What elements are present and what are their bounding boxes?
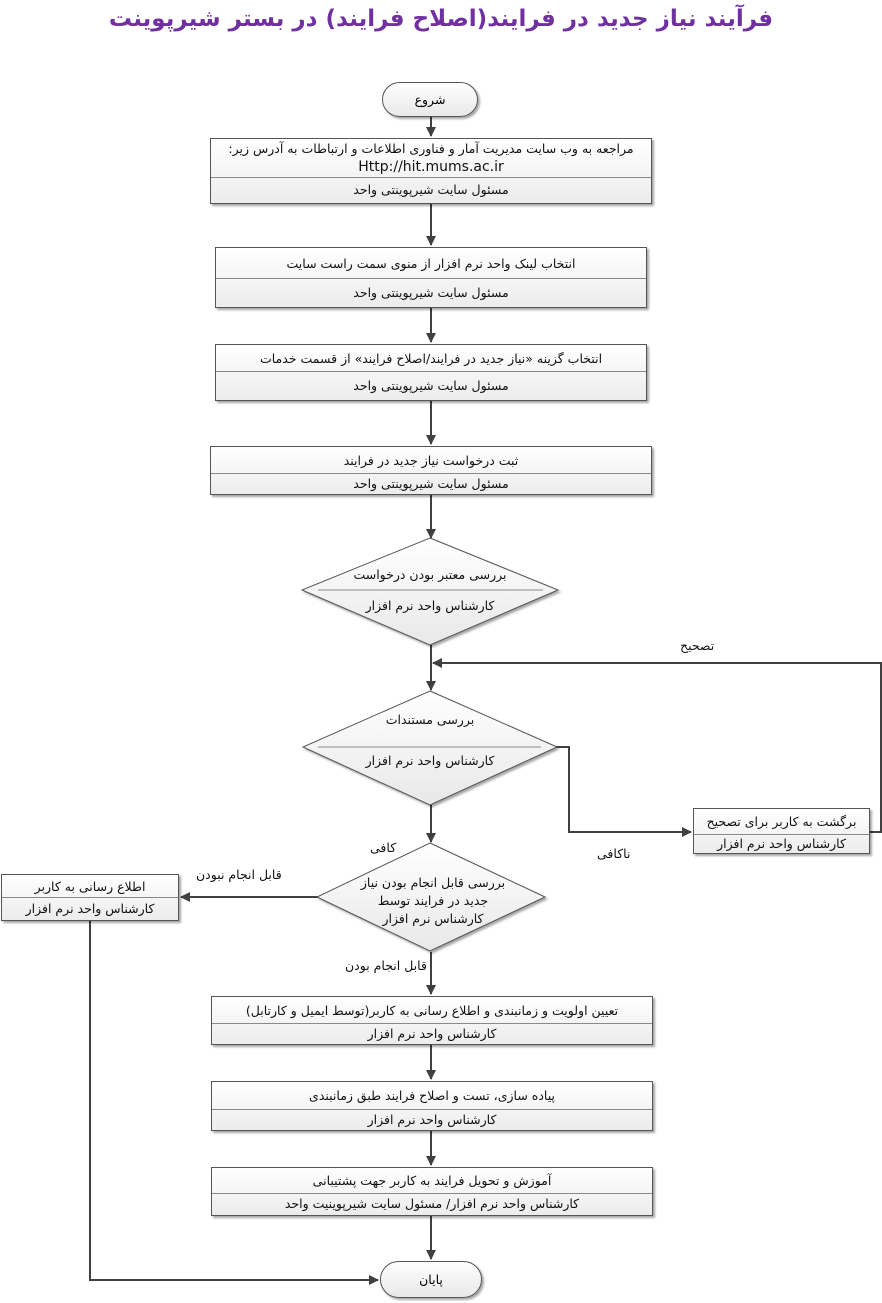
process-box-5-action: تعیین اولویت و زمانبندی و اطلاع رسانی به… — [245, 1002, 619, 1018]
process-box-6: پیاده سازی، تست و اصلاح فرایند طبق زمانب… — [211, 1081, 653, 1131]
process-box-2: انتخاب لینک واحد نرم افزار از منوی سمت ر… — [215, 247, 647, 308]
start-label: شروع — [414, 92, 446, 107]
decision-3-question: بررسی قابل انجام بودن نیاز جدید در فراین… — [360, 875, 506, 927]
notify-box: اطلاع رسانی به کاربر کارشناس واحد نرم اف… — [1, 874, 179, 921]
return-box-actor: کارشناس واحد نرم افزار — [694, 834, 869, 853]
decision-1-question: بررسی معتبر بودن درخواست — [353, 567, 507, 582]
decision-1-actor: کارشناس واحد نرم افزار — [365, 598, 495, 613]
end-terminal: پایان — [380, 1261, 482, 1298]
decision-2-shape — [301, 690, 559, 806]
process-box-2-action: انتخاب لینک واحد نرم افزار از منوی سمت ر… — [286, 255, 576, 271]
process-box-7: آموزش و تحویل فرایند به کاربر جهت پشتیبا… — [211, 1167, 653, 1216]
process-box-3: انتخاب گزینه «نیاز جدید در فرایند/اصلاح … — [215, 344, 647, 401]
process-box-3-actor: مسئول سایت شیرپوینتی واحد — [216, 371, 646, 400]
process-box-7-actor: کارشناس واحد نرم افزار/ مسئول سایت شیرپو… — [212, 1193, 652, 1215]
connector-return-loop — [432, 658, 882, 833]
process-box-4-action: ثبت درخواست نیاز جدید در فرایند — [343, 452, 519, 468]
process-box-6-action: پیاده سازی، تست و اصلاح فرایند طبق زمانب… — [309, 1088, 555, 1104]
connector-decision2-return — [555, 746, 692, 837]
notify-box-actor: کارشناس واحد نرم افزار — [2, 897, 178, 920]
connector-notify-end — [89, 921, 379, 1285]
label-sufficient: کافی — [370, 840, 397, 855]
process-box-3-action: انتخاب گزینه «نیاز جدید در فرایند/اصلاح … — [259, 350, 603, 366]
process-box-1-text: مراجعه به وب سایت مدیریت آمار و فناوری ا… — [228, 141, 634, 157]
label-correction: تصحیح — [680, 638, 715, 653]
process-box-5-actor: کارشناس واحد نرم افزار — [212, 1023, 652, 1044]
site-url: Http://hit.mums.ac.ir — [358, 158, 504, 175]
end-label: پایان — [419, 1272, 443, 1287]
process-box-7-action: آموزش و تحویل فرایند به کاربر جهت پشتیبا… — [312, 1173, 552, 1189]
decision-3-shape — [315, 842, 547, 952]
process-box-4-actor: مسئول سایت شیرپوینتی واحد — [211, 473, 651, 494]
page-title: فرآیند نیاز جدید در فرایند(اصلاح فرایند)… — [108, 6, 774, 32]
process-box-1-action: مراجعه به وب سایت مدیریت آمار و فناوری ا… — [211, 139, 651, 179]
process-box-1: مراجعه به وب سایت مدیریت آمار و فناوری ا… — [210, 138, 652, 204]
process-box-1-actor: مسئول سایت شیرپوینتی واحد — [211, 177, 651, 203]
decision-2-actor: کارشناس واحد نرم افزار — [365, 753, 495, 768]
return-box: برگشت به کاربر برای تصحیح کارشناس واحد ن… — [693, 808, 870, 854]
process-box-2-actor: مسئول سایت شیرپوینتی واحد — [216, 278, 646, 307]
label-not-feasible: قابل انجام نبودن — [196, 867, 282, 882]
decision-2-question: بررسی مستندات — [385, 712, 475, 727]
label-insufficient: ناکافی — [597, 846, 631, 861]
process-box-5: تعیین اولویت و زمانبندی و اطلاع رسانی به… — [211, 996, 653, 1045]
process-box-4: ثبت درخواست نیاز جدید در فرایند مسئول سا… — [210, 446, 652, 495]
start-terminal: شروع — [382, 82, 478, 117]
process-box-6-actor: کارشناس واحد نرم افزار — [212, 1109, 652, 1130]
notify-box-action: اطلاع رسانی به کاربر — [34, 878, 146, 894]
label-feasible: قابل انجام بودن — [345, 958, 427, 973]
decision-1-shape — [300, 537, 560, 646]
return-box-action: برگشت به کاربر برای تصحیح — [706, 814, 857, 830]
